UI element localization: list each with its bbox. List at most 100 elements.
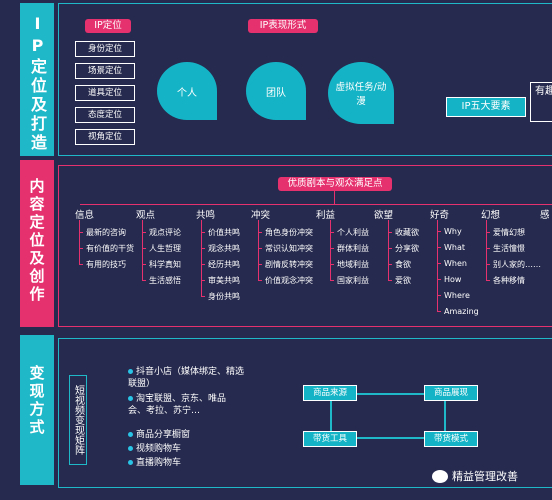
ip-positioning-item: 场景定位 [75, 63, 135, 79]
wechat-icon [432, 469, 448, 483]
content-section-title: 内容定位及创作 [27, 178, 46, 304]
monetize-bullet-2: 淘宝联盟、京东、唯品会、考拉、苏宁… [128, 393, 243, 417]
bullet-dot-icon [128, 432, 133, 437]
content-category-item: 分享欲 [388, 243, 419, 254]
content-category-item: 各种移情 [486, 275, 525, 286]
content-header-tag: 优质剧本与观众满足点 [278, 177, 392, 191]
bullet-dot-icon [128, 396, 133, 401]
content-category-label: 信息 [75, 210, 95, 221]
content-category-item: 人生哲理 [142, 243, 181, 254]
content-category-item: 价值共鸣 [201, 227, 240, 238]
ip-positioning-item: 态度定位 [75, 107, 135, 123]
ip-section-title: IP定位及打造 [28, 14, 47, 153]
content-category-item: 角色身份冲突 [258, 227, 313, 238]
ip-five-elements-box: IP五大要素 [446, 97, 526, 117]
ip-form-team: 团队 [246, 62, 306, 120]
content-category-item: 观点评论 [142, 227, 181, 238]
ip-section-bar [20, 3, 54, 156]
content-category-item: 经历共鸣 [201, 259, 240, 270]
content-category-item: 有用的技巧 [79, 259, 126, 270]
flow-mode-box: 带货模式 [424, 431, 478, 447]
content-category-item: 别人家的…… [486, 259, 541, 270]
ip-forms-tag: IP表现形式 [248, 19, 318, 33]
monetize-bullet-text: 直播购物车 [136, 458, 182, 468]
content-category-label: 感 [540, 210, 550, 221]
flow-tool-box: 带货工具 [303, 431, 357, 447]
content-category-label: 欲望 [374, 210, 394, 221]
monetize-matrix-label: 短视频变现矩阵 [72, 385, 84, 455]
ip-positioning-item: 道具定位 [75, 85, 135, 101]
monetize-bullet-4: 视频购物车 [128, 443, 181, 455]
content-category-item: 个人利益 [330, 227, 369, 238]
content-category-item: 观念共鸣 [201, 243, 240, 254]
flow-display-box: 商品展现 [424, 385, 478, 401]
content-category-item: 价值观念冲突 [258, 275, 313, 286]
content-category-item: Amazing [437, 307, 479, 316]
content-category-item: 爱欲 [388, 275, 411, 286]
ip-form-virtual: 虚拟任务/动漫 [328, 62, 394, 124]
ip-right-partial-box: 有趣 [530, 82, 552, 122]
content-category-item: Why [437, 227, 462, 236]
watermark: 精益管理改善 [432, 468, 518, 484]
monetize-bullet-1: 抖音小店（媒体绑定、精选联盟） [128, 366, 248, 390]
monetize-section-frame [58, 338, 552, 488]
watermark-text: 精益管理改善 [452, 470, 518, 483]
content-category-label: 共鸣 [196, 210, 216, 221]
ip-right-partial-text: 有趣 [535, 86, 552, 97]
ip-positioning-item: 身份定位 [75, 41, 135, 57]
monetize-bullet-3: 商品分享橱窗 [128, 429, 190, 441]
monetize-section-bar [20, 335, 54, 485]
content-category-item: 收藏欲 [388, 227, 419, 238]
ip-positioning-tag: IP定位 [85, 19, 131, 33]
content-section-bar [20, 160, 54, 327]
content-category-item: 科学真知 [142, 259, 181, 270]
ip-positioning-item: 视角定位 [75, 129, 135, 145]
content-category-stem [201, 220, 202, 296]
content-category-label: 幻想 [481, 210, 501, 221]
bullet-dot-icon [128, 369, 133, 374]
content-category-item: 国家利益 [330, 275, 369, 286]
ip-section-frame [58, 3, 552, 156]
content-category-label: 利益 [316, 210, 336, 221]
monetize-section-title: 变现方式 [27, 365, 46, 437]
ip-section-title-wrap: IP定位及打造 [20, 14, 54, 154]
ip-five-elements-label: IP五大要素 [461, 101, 511, 112]
content-connector-line [80, 204, 552, 205]
content-category-item: How [437, 275, 461, 284]
content-category-item: What [437, 243, 465, 252]
monetize-bullet-text: 淘宝联盟、京东、唯品会、考拉、苏宁… [128, 394, 227, 416]
content-category-item: Where [437, 291, 470, 300]
bullet-dot-icon [128, 460, 133, 465]
content-category-stem [79, 220, 80, 264]
content-category-item: 地域利益 [330, 259, 369, 270]
flow-rect-lines [330, 393, 446, 439]
bullet-dot-icon [128, 446, 133, 451]
content-category-item: 食欲 [388, 259, 411, 270]
flow-source-box: 商品来源 [303, 385, 357, 401]
monetize-section-title-wrap: 变现方式 [20, 365, 54, 475]
ip-form-individual: 个人 [157, 62, 217, 120]
content-category-item: 审美共鸣 [201, 275, 240, 286]
content-category-item: 有价值的干货 [79, 243, 134, 254]
monetize-bullet-text: 视频购物车 [136, 444, 182, 454]
monetize-bullet-5: 直播购物车 [128, 457, 181, 469]
content-section-title-wrap: 内容定位及创作 [20, 178, 54, 323]
content-category-label: 好奇 [430, 210, 450, 221]
content-category-label: 观点 [136, 210, 156, 221]
content-section-frame [58, 165, 552, 327]
content-category-item: 最新的咨询 [79, 227, 126, 238]
monetize-bullet-text: 抖音小店（媒体绑定、精选联盟） [128, 367, 245, 389]
monetize-bullet-text: 商品分享橱窗 [136, 430, 191, 440]
content-category-item: 群体利益 [330, 243, 369, 254]
content-category-item: When [437, 259, 467, 268]
monetize-matrix-box: 短视频变现矩阵 [69, 375, 87, 465]
content-category-item: 常识认知冲突 [258, 243, 313, 254]
content-category-item: 生活憧憬 [486, 243, 525, 254]
content-category-item: 剧情反转冲突 [258, 259, 313, 270]
content-category-item: 生活感悟 [142, 275, 181, 286]
content-category-item: 爱情幻想 [486, 227, 525, 238]
content-header-stem [334, 191, 335, 204]
content-category-label: 冲突 [251, 210, 271, 221]
content-category-item: 身份共鸣 [201, 291, 240, 302]
